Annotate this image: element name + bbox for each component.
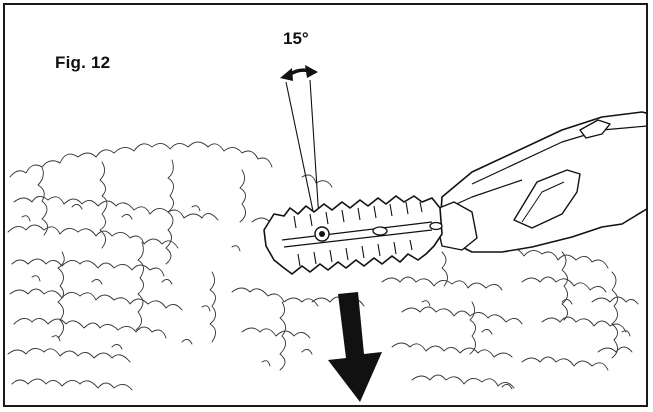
figure-frame: Fig. 12 15° <box>3 3 648 407</box>
figure-label: Fig. 12 <box>55 53 111 72</box>
blade-holder <box>433 201 478 251</box>
angle-line-left <box>285 81 319 236</box>
trimmer-blade <box>263 195 443 275</box>
double-arrow-icon <box>280 65 318 81</box>
angle-label: 15° <box>283 29 309 48</box>
foliage <box>7 141 639 391</box>
blade-bolt <box>429 221 443 231</box>
hedge-trimmer <box>263 111 646 275</box>
grip-recess <box>513 169 581 229</box>
hedge-trimmer-illustration <box>7 65 646 402</box>
arrow-down-icon <box>328 292 382 402</box>
blade-bolt <box>372 226 388 236</box>
switch-button <box>579 119 611 139</box>
